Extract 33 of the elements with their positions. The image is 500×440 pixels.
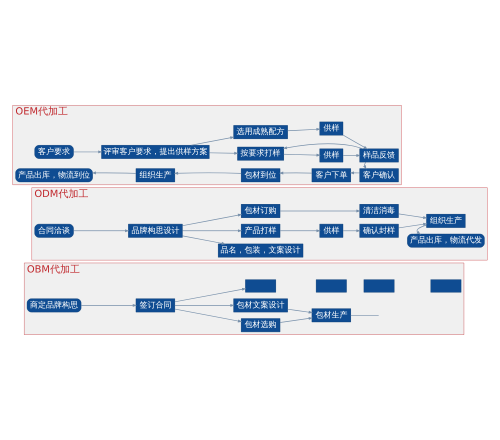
node-box: [430, 279, 462, 292]
arrow: [398, 222, 428, 228]
arrow: [73, 150, 102, 154]
node-box: [364, 279, 394, 292]
node-box: [245, 279, 276, 292]
connector: [350, 314, 380, 316]
arrow: [174, 308, 242, 322]
arrow: [182, 236, 226, 245]
arrow: [182, 214, 242, 226]
arrow: [174, 304, 235, 307]
arrow: [363, 162, 366, 170]
arrow: [283, 154, 321, 157]
arrow: [287, 308, 313, 314]
arrow: [279, 172, 312, 174]
arrow: [182, 229, 242, 232]
arrow: [398, 214, 428, 219]
arrow: [73, 229, 130, 232]
arrow: [342, 229, 361, 232]
arrow: [280, 210, 361, 212]
node-box: [316, 279, 347, 292]
arrow: [416, 224, 427, 235]
arrow: [174, 172, 242, 175]
arrow: [174, 288, 246, 302]
arrow: [209, 152, 238, 155]
arrow: [80, 304, 137, 307]
arrow: [92, 171, 136, 174]
arrow: [280, 316, 313, 323]
arrow: [342, 134, 368, 150]
arrow: [287, 128, 321, 132]
arrow: [280, 229, 321, 232]
arrow: [342, 154, 361, 157]
arrow: [282, 143, 363, 150]
arrow: [190, 136, 234, 146]
